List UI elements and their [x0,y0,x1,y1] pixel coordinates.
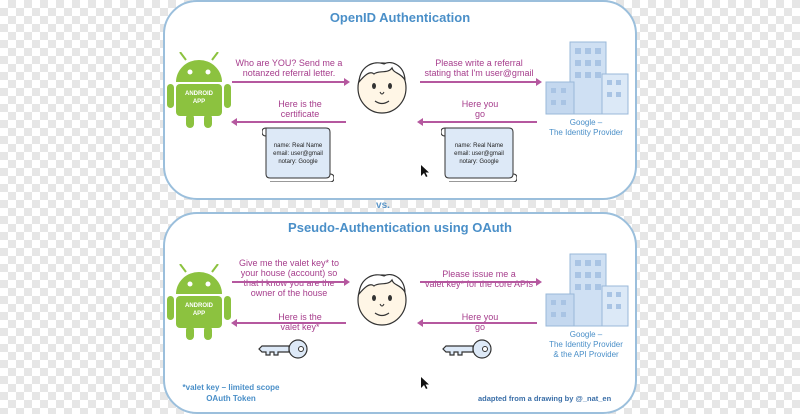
user-face-icon [357,273,407,326]
android-sublabel: APP [193,99,205,105]
arrow-user-to-app [231,118,346,126]
arrow-provider-to-user [417,118,537,126]
oauth-request-to-provider: Please issue me a valet key* for the cor… [424,269,534,289]
oauth-request-to-user: Give me the valet key* to your house (ac… [238,258,340,298]
api-provider-label: Google – The Identity Provider & the API… [549,330,623,359]
user-face-icon [357,61,407,114]
cert-email: email: user@gmail [454,151,504,157]
office-building-icon [545,253,629,327]
android-robot-icon: ANDROID APP [167,264,231,340]
certificate-scroll-icon: name: Real Name email: user@gmail notary… [262,124,334,182]
mouse-cursor-icon [421,377,429,389]
key-icon [258,339,308,359]
arrow-user-to-provider [420,78,542,86]
oauth-reply-to-app: Here is the valet key* [278,312,322,332]
key-icon [442,339,492,359]
openid-request-to-provider: Please write a referral stating that I'm… [424,58,534,78]
openid-title: OpenID Authentication [329,10,471,25]
cert-notary: notary: Google [278,159,318,165]
arrow-app-to-user [232,78,350,86]
vs-label: vs. [376,200,390,211]
arrow-user-to-app [231,319,346,327]
arrow-app-to-user [232,278,350,286]
android-sublabel: APP [193,311,205,317]
drawing-credit: adapted from a drawing by @_nat_en [478,394,612,403]
cert-name: name: Real Name [273,143,323,149]
cert-notary: notary: Google [459,159,499,165]
oauth-reply-to-user: Here you go [461,312,499,332]
openid-reply-to-app: Here is the certificate [278,99,322,119]
mouse-cursor-icon [421,165,429,177]
office-building-icon [545,41,629,115]
android-robot-icon: ANDROID APP [167,52,231,128]
oauth-title: Pseudo-Authentication using OAuth [288,220,512,235]
identity-provider-label: Google – The Identity Provider [549,118,623,137]
android-label: ANDROID [185,303,214,309]
valet-key-footnote: *valet key – limited scope OAuth Token [182,383,280,403]
arrow-user-to-provider [420,278,542,286]
cert-name: name: Real Name [454,143,504,149]
arrow-provider-to-user [417,319,537,327]
cert-email: email: user@gmail [273,151,323,157]
android-label: ANDROID [185,91,214,97]
openid-reply-to-user: Here you go [461,99,499,119]
certificate-scroll-icon: name: Real Name email: user@gmail notary… [441,124,517,182]
openid-request-to-user: Who are YOU? Send me a notanzed referral… [235,58,343,78]
